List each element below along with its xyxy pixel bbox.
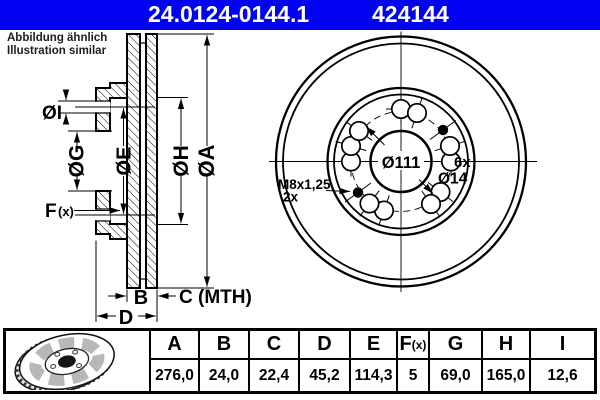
thread-leader-line [325,187,351,195]
col-header-d: D [298,331,349,360]
label-dia-i: ØI [42,103,62,124]
bolt-circle-dimension: Ø111 [365,126,434,194]
value-h: 165,0 [481,360,529,391]
brake-disc-thumbnail [13,332,115,390]
col-header-h: H [481,331,529,360]
label-thread-spec: M8x1,25 [278,177,331,192]
brake-disc-icon [6,331,149,391]
note-line-english: Illustration similar [7,44,107,57]
value-g: 69,0 [428,360,481,391]
extension-lines [58,33,214,322]
label-d: D [119,307,133,328]
threaded-holes [352,124,449,198]
value-e: 114,3 [349,360,396,391]
catalog-number: 424144 [372,1,449,27]
label-f-sub: (x) [58,204,74,219]
col-header-c: C [248,331,298,360]
label-dia-a: ØA [194,144,219,177]
col-header-f-sub: (x) [411,337,427,352]
col-header-b: B [198,331,248,360]
col-header-i: I [529,331,594,360]
bolt-holes [340,98,462,221]
label-hole-count: 6x [454,154,471,171]
label-b: B [134,287,148,309]
similarity-note: Abbildung ähnlich Illustration similar [7,32,107,57]
part-number: 24.0124-0144.1 [148,1,310,27]
label-dia-e: ØE [114,147,136,176]
value-c: 22,4 [248,360,298,391]
header-bar: 24.0124-0144.1 424144 [0,0,600,30]
col-header-f: F(x) [396,331,428,360]
col-header-f-main: F [399,333,412,355]
technical-drawing: ØI ØG ØE ØH ØA F (x) B C (MTH) D [42,31,537,328]
label-dia-g: ØG [66,145,89,178]
label-hole-dia: Ø14 [438,171,468,188]
note-line-german: Abbildung ähnlich [7,32,108,44]
col-header-e: E [349,331,396,360]
value-a: 276,0 [149,360,198,391]
col-header-g: G [428,331,481,360]
label-thread-count: 2x [283,190,299,205]
front-view: Ø111 6x Ø14 M8x1,25 2x [269,31,537,292]
value-i: 12,6 [529,360,594,391]
col-header-a: A [149,331,198,360]
label-f: F [45,201,57,222]
disc-plates [126,33,158,289]
value-f: 5 [396,360,428,391]
section-view: ØI ØG ØE ØH ØA F (x) B C (MTH) D [42,33,252,328]
label-c-mth: C (MTH) [179,287,252,308]
label-dia-h: ØH [170,145,193,177]
value-d: 45,2 [298,360,349,391]
label-bolt-circle-dia: Ø111 [382,154,421,172]
dimension-lines [62,35,211,320]
value-b: 24,0 [198,360,248,391]
dimension-table: A B C D E F(x) G H I 276,0 24,0 22,4 45,… [3,328,597,394]
